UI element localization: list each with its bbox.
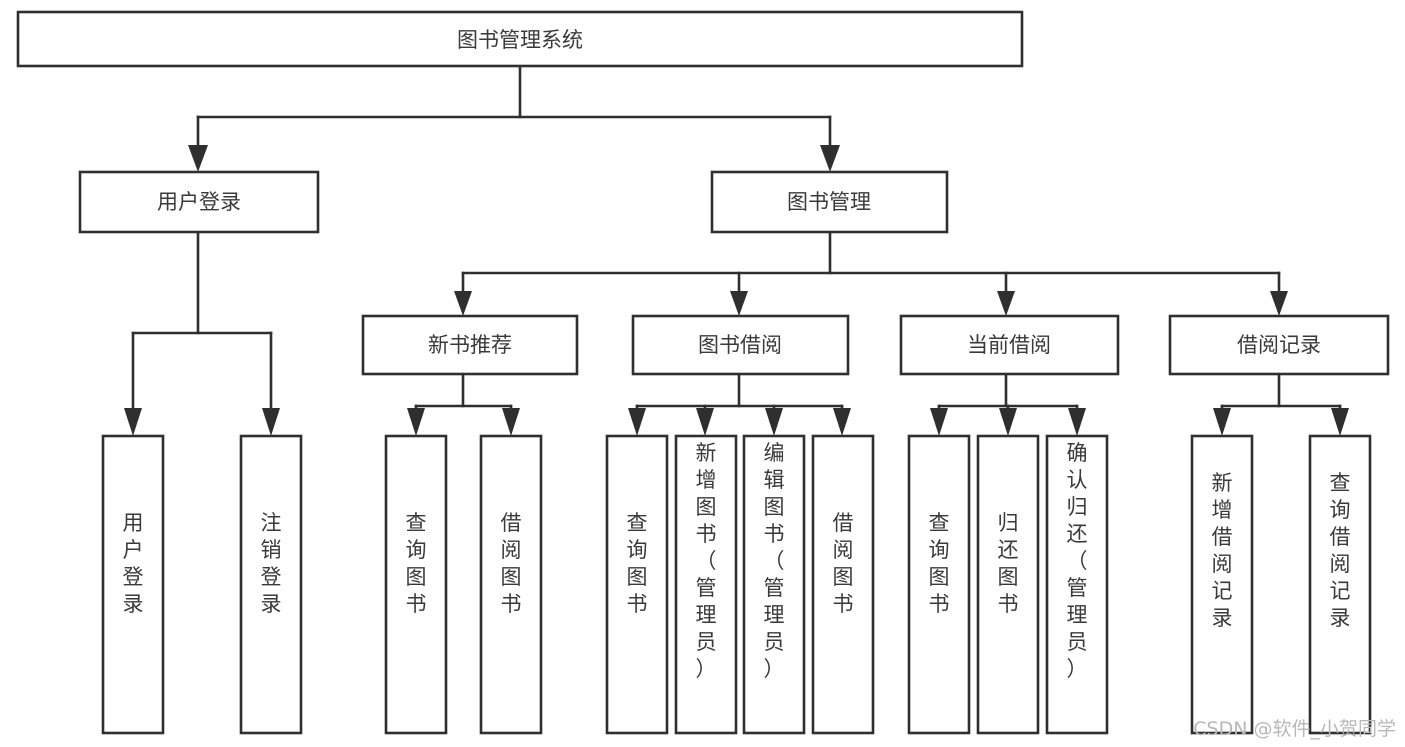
arrow-head-icon: [997, 291, 1015, 316]
node-leaf-box[interactable]: [976, 434, 1040, 735]
node-borrow-record-box[interactable]: [1168, 314, 1390, 376]
arrow-head-icon: [833, 408, 851, 436]
arrow-head-icon: [1331, 408, 1349, 436]
arrow-head-icon: [188, 145, 208, 172]
arrow-head-icon: [124, 408, 142, 436]
node-root[interactable]: 图书管理系统: [16, 10, 1024, 68]
node-current-borrow-label: 当前借阅: [967, 333, 1051, 357]
arrow-head-icon: [730, 291, 748, 316]
node-new-book-recommend[interactable]: 新书推荐: [361, 314, 579, 376]
arrow-head-icon: [407, 408, 425, 436]
node-root-label: 图书管理系统: [457, 28, 583, 52]
node-leaf-box[interactable]: [384, 434, 448, 735]
node-book-borrow-box[interactable]: [631, 314, 850, 376]
node-user-login-label: 用户登录: [157, 190, 241, 214]
arrow-head-icon: [502, 408, 520, 436]
node-leaf-label: 用户登录: [123, 511, 144, 616]
connector-group-borrow-record: [1213, 372, 1349, 436]
arrow-head-icon: [454, 291, 472, 316]
node-leaf-logout[interactable]: 注销登录: [239, 434, 303, 735]
node-new-book-recommend-box[interactable]: [361, 314, 579, 376]
arrow-head-icon: [1270, 291, 1288, 316]
node-leaf-label: 查询借阅记录: [1330, 471, 1351, 630]
arrow-head-icon: [999, 408, 1017, 436]
node-leaf-add-book[interactable]: 新增图书（管理员）: [674, 434, 738, 735]
connector-group-new-book: [407, 372, 520, 436]
node-leaf-label: 注销登录: [261, 511, 282, 616]
node-book-management-box[interactable]: [710, 170, 949, 234]
node-leaf-box[interactable]: [907, 434, 971, 735]
node-book-management-label: 图书管理: [787, 190, 871, 214]
node-book-borrow-label: 图书借阅: [698, 333, 782, 357]
watermark-label: CSDN @软件_小贺同学: [1193, 718, 1396, 740]
node-leaf-box[interactable]: [605, 434, 669, 735]
connector-group-book-borrow: [628, 372, 851, 436]
node-leaf-label: 编辑图书（管理员）: [764, 441, 785, 681]
arrow-head-icon: [628, 408, 646, 436]
node-leaf-box[interactable]: [479, 434, 543, 735]
arrow-head-icon: [1068, 408, 1086, 436]
node-borrow-record[interactable]: 借阅记录: [1168, 314, 1390, 376]
node-leaf-label: 查询图书: [929, 511, 950, 616]
node-leaf-confirm-return[interactable]: 确认归还（管理员）: [1045, 434, 1109, 735]
node-leaf-label: 归还图书: [998, 511, 1019, 616]
arrow-head-icon: [1213, 408, 1231, 436]
arrow-head-icon: [696, 408, 714, 436]
node-current-borrow-box[interactable]: [899, 314, 1120, 376]
node-leaf-label: 借阅图书: [501, 511, 522, 616]
node-leaf-label: 查询图书: [627, 511, 648, 616]
arrow-head-icon: [262, 408, 280, 436]
node-leaf-box[interactable]: [674, 434, 738, 735]
node-leaf-box[interactable]: [811, 434, 875, 735]
arrow-head-icon: [930, 408, 948, 436]
connector-group-root: [188, 64, 840, 172]
node-leaf-borrow-book-2[interactable]: 借阅图书: [811, 434, 875, 735]
node-leaf-box[interactable]: [1045, 434, 1109, 735]
node-book-management[interactable]: 图书管理: [710, 170, 949, 234]
arrow-head-icon: [765, 408, 783, 436]
node-leaf-user-login[interactable]: 用户登录: [101, 434, 165, 735]
node-leaf-query-book-3[interactable]: 查询图书: [907, 434, 971, 735]
node-root-box[interactable]: [16, 10, 1024, 68]
connector-group-book-management: [454, 230, 1288, 316]
node-leaf-label: 借阅图书: [833, 511, 854, 616]
node-current-borrow[interactable]: 当前借阅: [899, 314, 1120, 376]
node-book-borrow[interactable]: 图书借阅: [631, 314, 850, 376]
node-leaf-query-book-2[interactable]: 查询图书: [605, 434, 669, 735]
node-leaf-borrow-book-1[interactable]: 借阅图书: [479, 434, 543, 735]
node-leaf-label: 确认归还（管理员）: [1067, 441, 1088, 681]
node-leaf-label: 新增借阅记录: [1212, 471, 1233, 630]
connector-group-current-borrow: [930, 372, 1086, 436]
node-user-login[interactable]: 用户登录: [78, 170, 320, 234]
connector-group-user-login: [124, 230, 280, 436]
node-leaf-box[interactable]: [239, 434, 303, 735]
node-leaf-box[interactable]: [742, 434, 806, 735]
node-leaf-box[interactable]: [1190, 434, 1254, 735]
node-new-book-recommend-label: 新书推荐: [428, 333, 512, 357]
node-leaf-box[interactable]: [101, 434, 165, 735]
node-borrow-record-label: 借阅记录: [1237, 333, 1321, 357]
node-leaf-query-book-1[interactable]: 查询图书: [384, 434, 448, 735]
node-user-login-box[interactable]: [78, 170, 320, 234]
node-leaf-box[interactable]: [1308, 434, 1372, 735]
node-leaf-label: 新增图书（管理员）: [696, 441, 717, 681]
node-leaf-query-record[interactable]: 查询借阅记录: [1308, 434, 1372, 735]
node-leaf-edit-book[interactable]: 编辑图书（管理员）: [742, 434, 806, 735]
node-leaf-add-record[interactable]: 新增借阅记录: [1190, 434, 1254, 735]
arrow-head-icon: [820, 145, 840, 172]
node-leaf-return-book[interactable]: 归还图书: [976, 434, 1040, 735]
node-leaf-label: 查询图书: [406, 511, 427, 616]
